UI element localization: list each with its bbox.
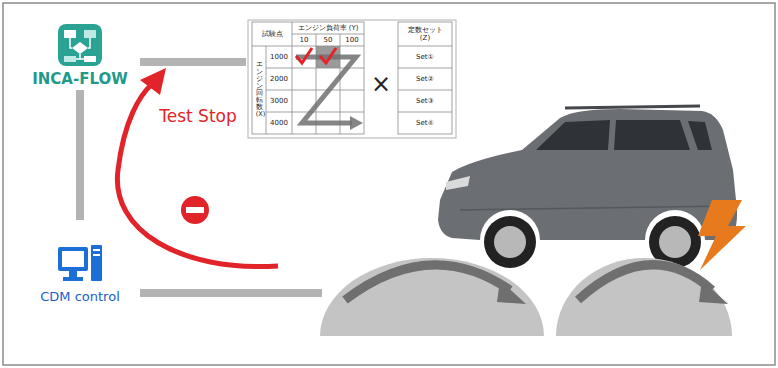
table-cell: 2000 [270, 75, 288, 83]
table-cell: Set② [416, 75, 434, 83]
table-cell-box: 2000 [266, 68, 292, 90]
table-cell: 100 [345, 36, 358, 44]
table-header: 定数セット (Z) [405, 26, 445, 42]
table-header: 試験点 [262, 30, 283, 38]
link-line [80, 90, 81, 220]
link-line [140, 289, 322, 297]
tool-node: INCA-FLOW [20, 16, 140, 88]
table-cell: 3000 [270, 97, 288, 105]
warning-text: Test Stop [157, 107, 239, 127]
table-header-box: 試験点 [252, 22, 292, 46]
table-grid [248, 20, 456, 138]
link-line [140, 58, 246, 66]
controller-node: CDM control [20, 222, 140, 304]
table-header-box: 定数セット (Z) [398, 22, 452, 46]
check-mark [296, 48, 312, 63]
node-label: INCA-FLOW [32, 70, 128, 88]
table-cell-box: 100 [340, 34, 364, 46]
table-cell-box: Set① [398, 46, 452, 68]
table-cell: 50 [324, 36, 333, 44]
table-cell-box: Set④ [398, 112, 452, 134]
table-cell: 4000 [270, 119, 288, 127]
table-cell-box: Set③ [398, 90, 452, 112]
frame [3, 3, 775, 365]
inca-flow-icon [56, 22, 104, 68]
table-cell-box: 10 [292, 34, 316, 46]
table-cell: Set③ [416, 97, 434, 105]
table-cell: 10 [300, 36, 309, 44]
no-entry-sign [181, 196, 209, 224]
car [438, 106, 737, 268]
table-cell: 1000 [270, 53, 288, 61]
lightning-bolt [698, 200, 746, 270]
table-cell-box: 50 [316, 34, 340, 46]
table-cell: Set① [416, 53, 434, 61]
table-cell-box: 3000 [266, 90, 292, 112]
table-header: エンジン回転数 (X) [256, 61, 263, 118]
table-header-box: エンジン負荷率 (Y) [292, 22, 364, 34]
warning-text-box: Test Stop [148, 104, 248, 130]
table-cell-box: 4000 [266, 112, 292, 134]
table-header: エンジン負荷率 (Y) [298, 24, 359, 32]
node-label: CDM control [40, 289, 120, 304]
table-cell: Set④ [416, 119, 434, 127]
road-arc [320, 258, 732, 336]
computer-icon [56, 241, 104, 287]
multiply-sign-box: × [366, 70, 396, 100]
table-cell-box: Set② [398, 68, 452, 90]
check-mark [320, 48, 336, 63]
table-cell-box: 1000 [266, 46, 292, 68]
multiply-sign: × [371, 71, 391, 99]
table-header-box: エンジン回転数 (X) [252, 46, 266, 134]
